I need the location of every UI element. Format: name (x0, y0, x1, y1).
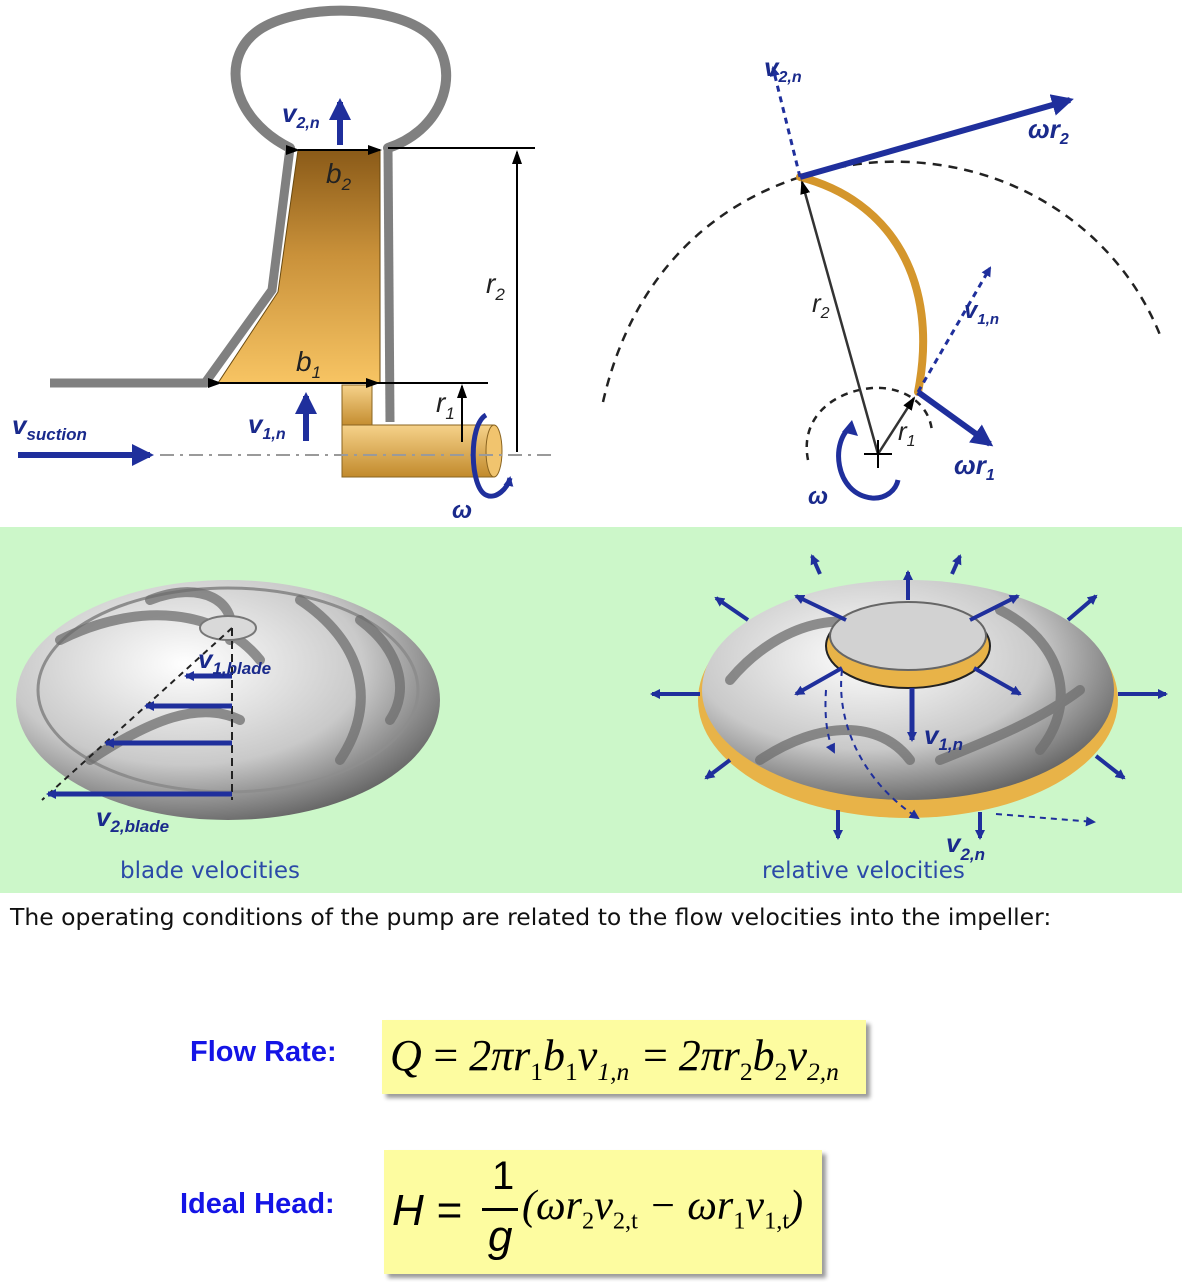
outer-arrow-lower-left (704, 758, 732, 780)
inner-arrow-left-down (794, 666, 843, 696)
flow-rate-equation-box: Q = 2πr1b1v1,n = 2πr2b2v2,n (382, 1020, 866, 1094)
vsuction-label: vsuction (12, 410, 87, 444)
ideal-head-H: H = (392, 1186, 462, 1235)
outer-arrow-top-left (810, 554, 822, 575)
wr1-arrow (916, 389, 994, 447)
shaft (341, 424, 495, 478)
ideal-head-bracket-term: (ωr2v2,t − ωr1v1,t) (522, 1183, 804, 1235)
omega-label: ω (452, 497, 472, 524)
omega-arrowhead-right (842, 420, 858, 436)
v2n-direction (770, 66, 802, 178)
relative-streamline-3 (995, 813, 1096, 827)
v2n-label-right: v2,n (764, 52, 802, 86)
r1-label-right: r1 (898, 416, 916, 450)
impeller-blades-right (725, 605, 1085, 765)
description-text: The operating conditions of the pump are… (10, 903, 1052, 931)
outer-arrow-upper-right (1066, 594, 1098, 622)
r2-radius-line (800, 180, 880, 455)
wr2-arrow (799, 94, 1074, 180)
r1-label: r1 (436, 387, 455, 423)
omega-label-right: ω (808, 483, 828, 510)
inner-radius-circle (805, 386, 934, 461)
impeller-hub (341, 384, 373, 428)
v1n-label: v1,n (248, 409, 286, 443)
v1-blade-label: v1,blade (198, 644, 271, 678)
b2-label: b2 (326, 158, 352, 194)
v2-blade-label: v2,blade (96, 802, 169, 836)
impeller-eye-right (829, 601, 987, 671)
inner-arrow-right-up (969, 594, 1020, 622)
relative-velocities-caption: relative velocities (762, 858, 965, 884)
outer-radius-circle (601, 160, 1164, 403)
wr1-label: ωr1 (954, 450, 995, 484)
fraction-denominator: g (488, 1212, 513, 1261)
blade-velocities-caption: blade velocities (120, 858, 300, 884)
r2-label: r2 (486, 268, 505, 304)
impeller-blades-left (55, 587, 405, 765)
v2n-label-bottom: v2,n (946, 828, 985, 864)
outer-arrow-top-right (950, 554, 962, 575)
ideal-head-label: Ideal Head: (180, 1188, 335, 1220)
flow-rate-equation: Q = 2πr1b1v1,n = 2πr2b2v2,n (390, 1031, 839, 1086)
omega-rotation-arrow-right (836, 423, 901, 501)
outer-arrow-upper-left (714, 596, 750, 622)
velocity-triangle-diagram: v2,n ωr2 r2 v1,n r1 ωr1 ω (601, 52, 1164, 510)
relative-streamline-2 (824, 689, 835, 754)
casing-left-wall (50, 147, 295, 388)
r2-label-right: r2 (812, 288, 830, 322)
pump-cross-section: v2,n b2 r2 b1 r1 v1,n vsuction ω (12, 5, 555, 524)
relative-streamline-1 (840, 669, 920, 820)
r1-radius-line (876, 396, 916, 455)
impeller-eye-left (199, 615, 257, 641)
omega-rotation-arrow (470, 412, 514, 499)
shaft-end (485, 424, 503, 478)
v1n-direction (916, 266, 992, 393)
v1n-label-right: v1,n (964, 297, 999, 328)
outer-arrow-lower-right (1094, 754, 1126, 780)
flow-rate-label: Flow Rate: (190, 1036, 337, 1068)
ideal-head-equation-box: H = 1 g (ωr2v2,t − ωr1v1,t) (384, 1150, 822, 1274)
impeller-disc-right (702, 580, 1114, 800)
volute-casing (230, 5, 452, 153)
relative-velocities-illustration: v1,n v2,n relative velocities (650, 554, 1168, 884)
fraction-bar (482, 1208, 518, 1211)
v2n-label: v2,n (282, 98, 320, 132)
fraction-numerator: 1 (492, 1154, 515, 1198)
blade-velocities-illustration: v1,blade v2,blade blade velocities (16, 580, 440, 884)
b1-label: b1 (296, 346, 321, 382)
casing-right-wall (383, 147, 395, 423)
v1n-label-bottom: v1,n (924, 720, 963, 754)
inner-arrow-right-down (973, 666, 1022, 696)
wr2-label: ωr2 (1028, 114, 1069, 148)
blade-radius-line (41, 627, 233, 801)
impeller-blade-curve (796, 173, 928, 396)
inner-arrow-left-up (794, 594, 847, 622)
impeller-disc-left (16, 580, 440, 820)
